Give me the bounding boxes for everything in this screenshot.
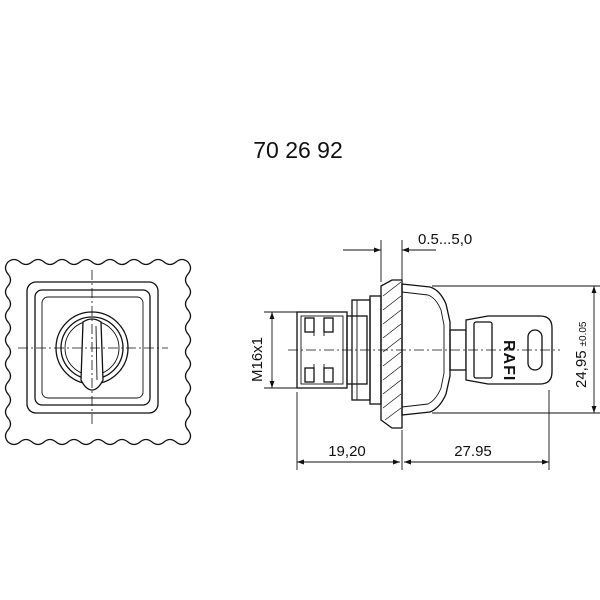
bezel-contour	[401, 291, 445, 408]
front-length-dimension: 27.95	[454, 443, 492, 460]
front-view	[4, 258, 192, 446]
side-view: RAFI	[288, 279, 560, 429]
panel-thickness-dimension: 0.5...5,0	[418, 231, 472, 248]
bezel-middle	[34, 289, 151, 406]
terminal-bottom-right	[323, 367, 334, 383]
bezel-inner	[41, 296, 144, 399]
panel-cutout-outline	[4, 258, 192, 446]
front-bezel	[401, 283, 451, 416]
terminal-top-right	[323, 317, 334, 333]
svg-text:RAFI: RAFI	[500, 340, 517, 381]
front-diameter-dimension: 24,95±0.05	[573, 321, 590, 388]
front-diameter-tolerance: ±0.05	[578, 321, 589, 346]
key-brand-logo: RAFI	[500, 340, 517, 381]
dimensions: 0.5...5,0 M16x1 19,20 27.95 24,95±0.05	[249, 231, 600, 470]
terminal-pins	[313, 332, 325, 368]
part-number-title: 70 26 92	[253, 137, 343, 163]
front-panel	[380, 279, 403, 429]
rear-length-dimension: 19,20	[328, 443, 366, 460]
selector-lever	[80, 318, 104, 391]
bezel-outer	[26, 281, 159, 414]
thread-dimension: M16x1	[249, 337, 266, 382]
terminal-bottom-left	[304, 367, 315, 383]
lever-detail	[95, 325, 98, 381]
terminal-top-left	[304, 317, 315, 333]
panel-hatch	[382, 281, 402, 421]
